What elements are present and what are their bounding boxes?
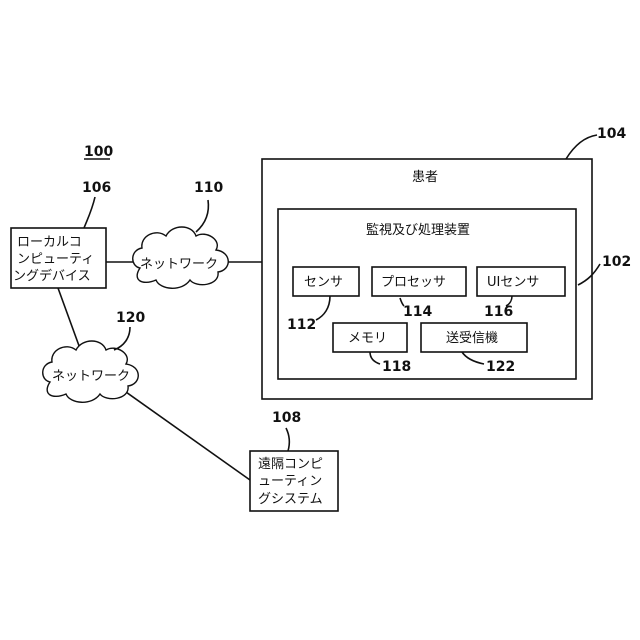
ui-sensor-ref: 116 xyxy=(484,304,513,320)
memory-ref: 118 xyxy=(382,359,411,375)
ui-sensor-label: UIセンサ xyxy=(487,275,539,290)
local-device-line-1: ローカルコ xyxy=(17,235,82,250)
network-2-label: ネットワーク xyxy=(52,369,130,384)
remote-system-line-3: グシステム xyxy=(258,492,323,507)
processor-ref: 114 xyxy=(403,304,432,320)
network-1-leader xyxy=(196,200,208,232)
patient-label: 患者 xyxy=(412,170,438,185)
device-label: 監視及び処理装置 xyxy=(366,222,470,238)
remote-system-leader xyxy=(286,428,289,451)
network-2-ref: 120 xyxy=(116,310,145,326)
remote-system-line-1: 遠隔コンピ xyxy=(258,457,323,472)
memory-label: メモリ xyxy=(348,331,387,346)
network-2-leader xyxy=(114,327,130,350)
remote-system-line-2: ューティン xyxy=(258,474,322,489)
local-device-leader xyxy=(84,197,95,228)
link-local-network2 xyxy=(58,288,82,354)
remote-system-ref: 108 xyxy=(272,410,301,426)
local-device-line-2: ンピューティ xyxy=(17,252,94,267)
local-device-ref: 106 xyxy=(82,180,111,196)
local-device-line-3: ングデバイス xyxy=(13,268,91,284)
link-network2-remote xyxy=(126,392,250,480)
sensor-label: センサ xyxy=(304,275,343,290)
device-ref: 102 xyxy=(602,254,631,270)
transceiver-label: 送受信機 xyxy=(446,331,498,346)
sensor-ref: 112 xyxy=(287,317,316,333)
transceiver-ref: 122 xyxy=(486,359,515,375)
patient-leader xyxy=(566,135,597,159)
system-ref-label: 100 xyxy=(84,144,113,160)
network-1-ref: 110 xyxy=(194,180,223,196)
network-1-label: ネットワーク xyxy=(140,257,218,272)
patient-ref: 104 xyxy=(597,126,626,142)
processor-label: プロセッサ xyxy=(381,275,446,290)
